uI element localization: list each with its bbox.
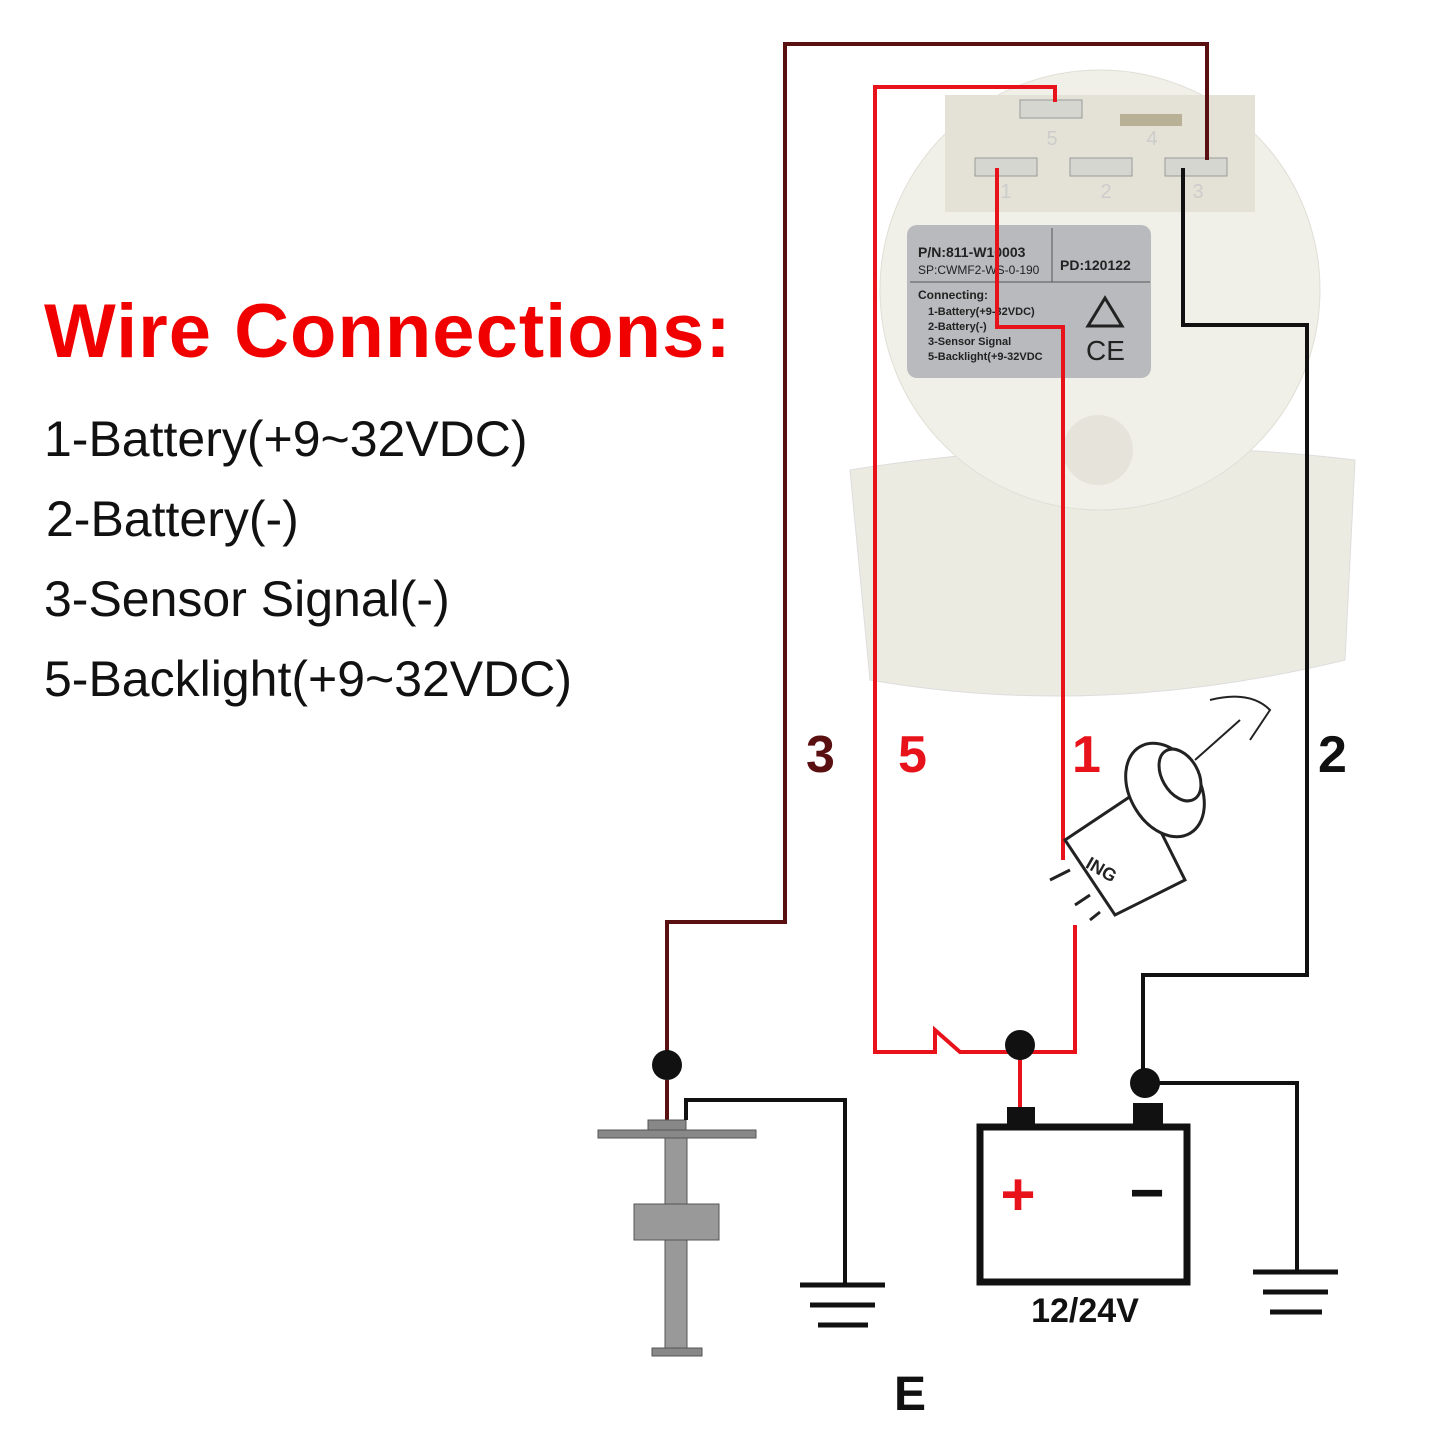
gauge-body: 5 4 1 2 3 P/N:811-W10003 SP:CWMF2-WS-0-1… [849, 69, 1356, 697]
wire-1-number: 1 [1072, 726, 1101, 784]
sticker-pn: P/N:811-W10003 [918, 244, 1026, 260]
wire-5 [873, 85, 1077, 1054]
ce-mark: CE [1086, 335, 1125, 366]
wire-3-number: 3 [806, 726, 835, 784]
pin-5 [1019, 99, 1083, 119]
recycle-icon [1085, 295, 1125, 328]
pin-3-label: 3 [1192, 181, 1203, 203]
legend-item-2: 2-Battery(-) [46, 491, 299, 547]
battery-minus-sign: − [1129, 1159, 1164, 1226]
pin-4-label: 4 [1146, 128, 1157, 150]
sticker-sp: SP:CWMF2-WS-0-190 [918, 263, 1040, 277]
battery: + − 12/24V [976, 1103, 1191, 1330]
float-sensor [597, 1080, 847, 1357]
sensor-node [652, 1050, 682, 1080]
page-title: Wire Connections: [44, 289, 732, 374]
sticker-line-2: 2-Battery(-) [928, 321, 987, 333]
wire-1 [995, 168, 1065, 860]
sticker-pd: PD:120122 [1060, 257, 1131, 273]
pin-1 [974, 157, 1038, 177]
sticker-line-1: 1-Battery(+9-32VDC) [928, 306, 1035, 318]
battery-voltage: 12/24V [1031, 1292, 1139, 1330]
battery-plus-sign: + [1000, 1161, 1035, 1228]
pin-5-label: 5 [1046, 128, 1057, 150]
ignition-switch: ING [1049, 695, 1272, 922]
legend-item-1: 1-Battery(+9~32VDC) [44, 411, 528, 467]
sticker-line-3: 3-Sensor Signal [928, 336, 1011, 348]
pin-1-label: 1 [1000, 181, 1011, 203]
battery-ground-wire [1145, 1081, 1299, 1270]
pin-4 [1120, 114, 1182, 126]
wire-2-number: 2 [1318, 726, 1347, 784]
sticker-line-4: 5-Backlight(+9-32VDC [928, 351, 1043, 363]
pin-2 [1069, 157, 1133, 177]
wire-3 [665, 42, 1209, 1065]
pin-3 [1164, 157, 1228, 177]
battery-plus-node [1005, 1030, 1035, 1060]
ground-icon [1253, 1269, 1338, 1315]
sticker-connecting: Connecting: [918, 288, 988, 302]
legend-item-3: 3-Sensor Signal(-) [44, 571, 450, 627]
gauge-sticker [907, 225, 1151, 378]
wire-2 [1141, 168, 1309, 1082]
pin-2-label: 2 [1100, 181, 1111, 203]
ground-icon [800, 1282, 885, 1328]
legend-item-5: 5-Backlight(+9~32VDC) [44, 651, 573, 707]
sensor-e-label: E [894, 1368, 926, 1421]
wire-5-number: 5 [898, 726, 927, 784]
